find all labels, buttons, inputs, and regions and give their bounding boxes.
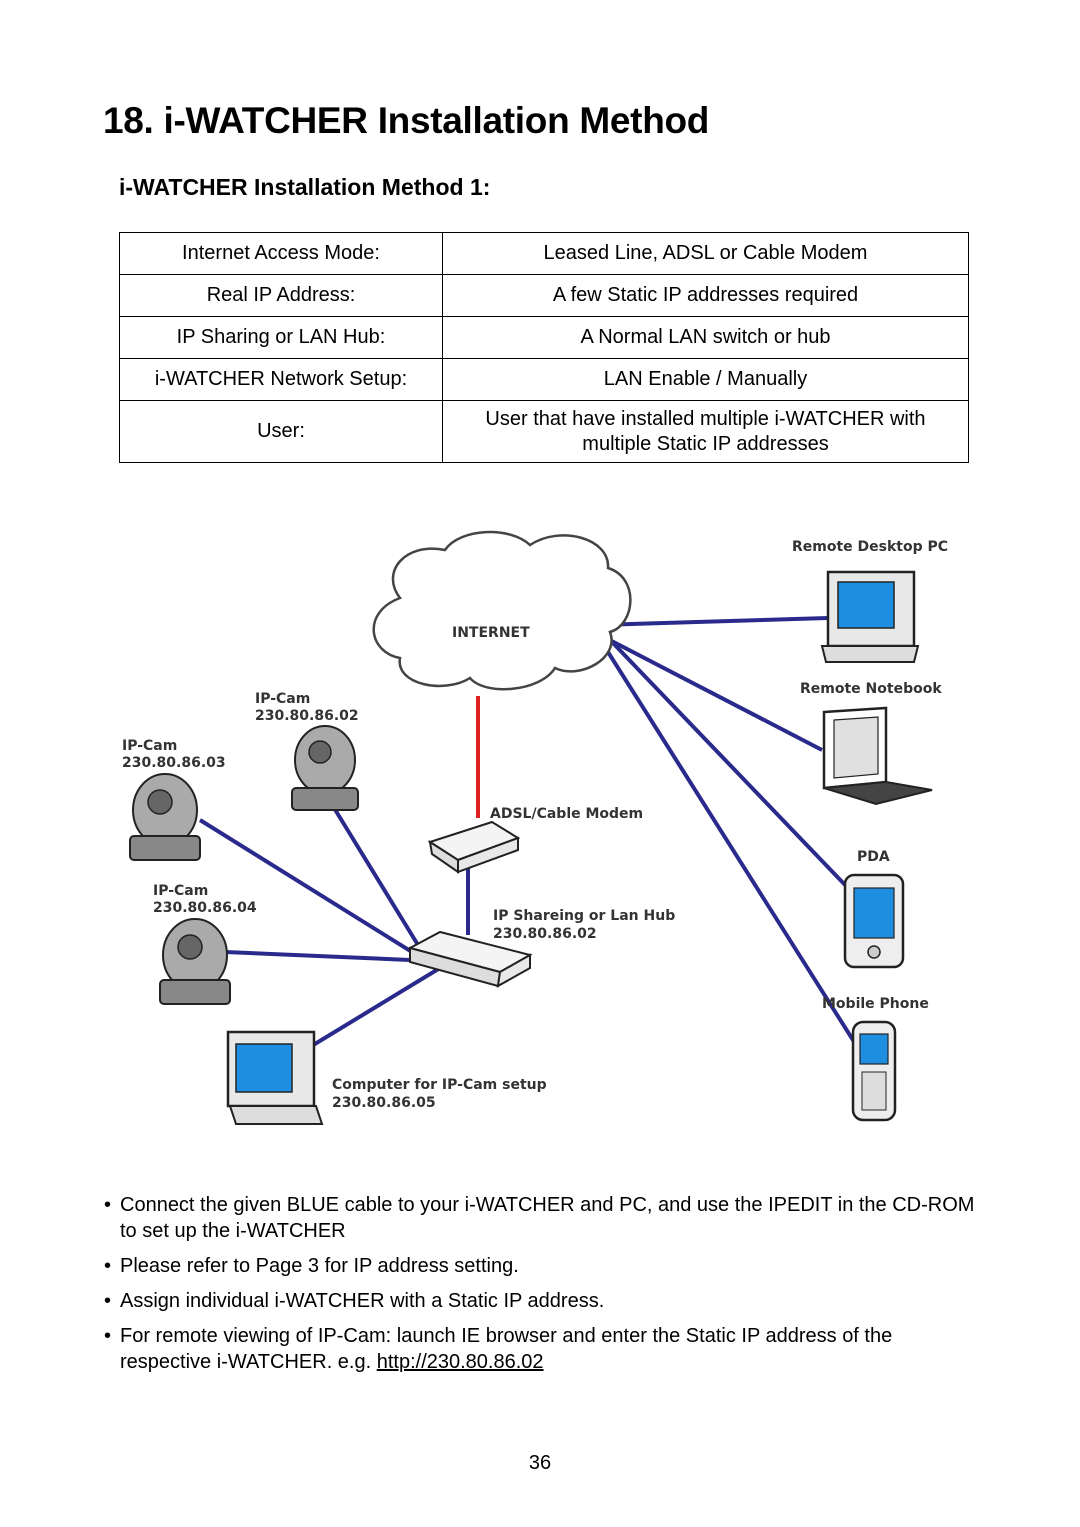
- cam2-ip: 230.80.86.03: [122, 755, 226, 771]
- table-row: IP Sharing or LAN Hub: A Normal LAN swit…: [119, 316, 969, 359]
- cable-cam2-hub: [198, 818, 414, 954]
- computer-ip: 230.80.86.05: [332, 1095, 436, 1111]
- internet-label: INTERNET: [452, 625, 530, 641]
- page-title: 18. i-WATCHER Installation Method: [103, 100, 710, 141]
- hub-label: IP Shareing or Lan Hub: [493, 908, 675, 924]
- ip-camera-icon: [291, 725, 359, 811]
- cable-cam1-hub: [318, 783, 420, 947]
- table-row: User: User that have installed multiple …: [119, 400, 969, 463]
- hub-ip: 230.80.86.02: [493, 926, 597, 942]
- instruction-list: Connect the given BLUE cable to your i-W…: [104, 1192, 984, 1384]
- internet-cloud-icon: [372, 530, 632, 691]
- list-item-text: For remote viewing of IP-Cam: launch IE …: [120, 1325, 893, 1373]
- cable-computer-hub: [303, 966, 442, 1052]
- modem-icon: [427, 820, 521, 874]
- network-diagram: INTERNET Remote Desktop PC Remote Notebo…: [122, 530, 948, 1125]
- cable-internet-phone: [606, 650, 860, 1050]
- cam1-label: IP-Cam: [255, 691, 310, 707]
- mobile-phone-label: Mobile Phone: [822, 996, 929, 1012]
- desktop-pc-icon: [820, 570, 920, 663]
- pda-label: PDA: [857, 849, 890, 865]
- hub-icon: [407, 930, 533, 988]
- cable-cam3-hub: [224, 950, 411, 962]
- desktop-pc-icon: [226, 1030, 324, 1125]
- example-link[interactable]: http://230.80.86.02: [376, 1351, 544, 1373]
- row-key: IP Sharing or LAN Hub:: [119, 316, 443, 359]
- ip-camera-icon: [129, 773, 201, 861]
- table-row: Real IP Address: A few Static IP address…: [119, 274, 969, 317]
- table-row: Internet Access Mode: Leased Line, ADSL …: [119, 232, 969, 275]
- cable-internet-notebook: [599, 633, 823, 752]
- row-value: A few Static IP addresses required: [442, 274, 969, 317]
- row-value: A Normal LAN switch or hub: [442, 316, 969, 359]
- row-key: Real IP Address:: [119, 274, 443, 317]
- row-value: LAN Enable / Manually: [442, 358, 969, 401]
- cam3-label: IP-Cam: [153, 883, 208, 899]
- cam2-label: IP-Cam: [122, 738, 177, 754]
- row-key: Internet Access Mode:: [119, 232, 443, 275]
- row-key: User:: [119, 400, 443, 463]
- row-key: i-WATCHER Network Setup:: [119, 358, 443, 401]
- mobile-phone-icon: [851, 1020, 897, 1122]
- cable-internet-pc: [597, 616, 829, 627]
- row-value: User that have installed multiple i-WATC…: [442, 400, 969, 463]
- table-row: i-WATCHER Network Setup: LAN Enable / Ma…: [119, 358, 969, 401]
- page-number: 36: [528, 1452, 552, 1474]
- list-item: Assign individual i-WATCHER with a Stati…: [104, 1288, 984, 1314]
- list-item: For remote viewing of IP-Cam: launch IE …: [104, 1323, 984, 1375]
- row-value-line: multiple Static IP addresses: [582, 432, 829, 455]
- cam1-ip: 230.80.86.02: [255, 708, 359, 724]
- notebook-icon: [822, 706, 933, 806]
- settings-table: Internet Access Mode: Leased Line, ADSL …: [119, 232, 969, 463]
- section-subtitle: i-WATCHER Installation Method 1:: [119, 174, 491, 200]
- computer-label: Computer for IP-Cam setup: [332, 1077, 547, 1093]
- row-value: Leased Line, ADSL or Cable Modem: [442, 232, 969, 275]
- ip-camera-icon: [159, 918, 231, 1005]
- remote-notebook-label: Remote Notebook: [800, 681, 942, 697]
- remote-pc-label: Remote Desktop PC: [792, 539, 948, 555]
- cables: [198, 616, 860, 1052]
- list-item: Connect the given BLUE cable to your i-W…: [104, 1192, 984, 1244]
- cam3-ip: 230.80.86.04: [153, 900, 257, 916]
- cable-internet-pda: [610, 640, 850, 890]
- row-value-line: User that have installed multiple i-WATC…: [485, 407, 926, 430]
- modem-label: ADSL/Cable Modem: [490, 806, 643, 822]
- list-item: Please refer to Page 3 for IP address se…: [104, 1253, 984, 1279]
- pda-icon: [843, 873, 905, 969]
